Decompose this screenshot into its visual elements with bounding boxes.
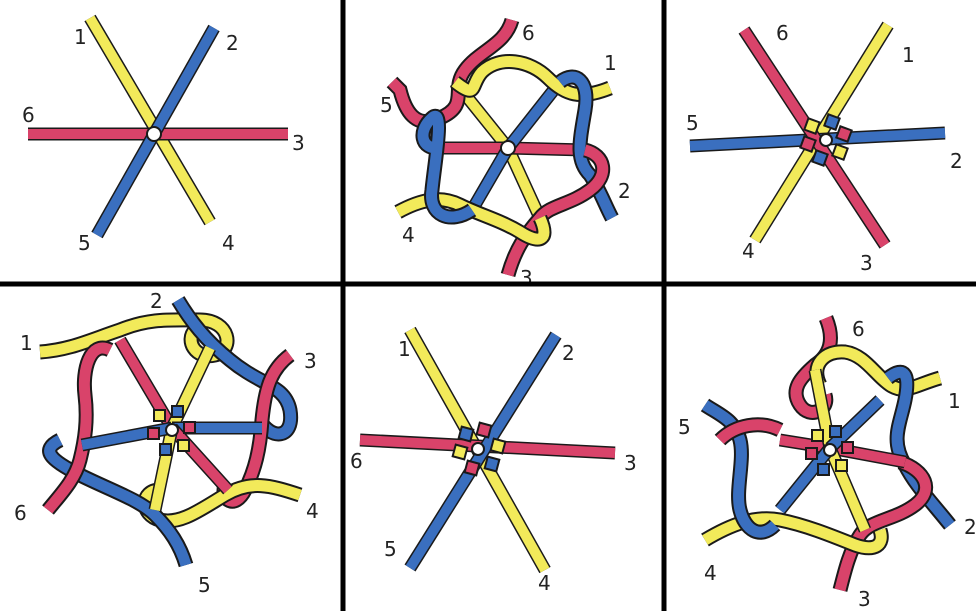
strand-number-5: 5	[78, 231, 91, 255]
strand-number-4: 4	[402, 223, 415, 247]
strand-number-2: 2	[150, 289, 163, 313]
strand-number-5: 5	[384, 537, 397, 561]
strand-number-6: 6	[522, 21, 535, 45]
strand-number-1: 1	[902, 43, 915, 67]
strand-number-2: 2	[964, 515, 976, 539]
center-hole	[501, 141, 515, 155]
strand-number-3: 3	[292, 131, 305, 155]
strand-number-6: 6	[14, 501, 27, 525]
strand-number-5: 5	[686, 111, 699, 135]
strand-number-6: 6	[350, 449, 363, 473]
strand-number-1: 1	[604, 51, 617, 75]
strand-number-3: 3	[624, 451, 637, 475]
strand-number-4: 4	[704, 561, 717, 585]
strand-number-6: 6	[852, 317, 865, 341]
strand-number-1: 1	[398, 337, 411, 361]
strand-number-4: 4	[222, 231, 235, 255]
strand-number-1: 1	[20, 331, 33, 355]
strand-number-5: 5	[380, 93, 393, 117]
strand-number-5: 5	[198, 573, 211, 597]
strand-number-4: 4	[306, 499, 319, 523]
strand-number-6: 6	[776, 21, 789, 45]
strand-number-2: 2	[226, 31, 239, 55]
strand-number-3: 3	[858, 587, 871, 611]
strand-number-6: 6	[22, 103, 35, 127]
strand-number-3: 3	[304, 349, 317, 373]
center-hole	[147, 127, 161, 141]
strand-number-2: 2	[950, 149, 963, 173]
strand-number-4: 4	[742, 239, 755, 263]
strand-number-2: 2	[562, 341, 575, 365]
strand-number-2: 2	[618, 179, 631, 203]
strand-number-1: 1	[948, 389, 961, 413]
strand-number-5: 5	[678, 415, 691, 439]
strand-number-4: 4	[538, 571, 551, 595]
strand-number-1: 1	[74, 25, 87, 49]
strand-number-3: 3	[860, 251, 873, 275]
